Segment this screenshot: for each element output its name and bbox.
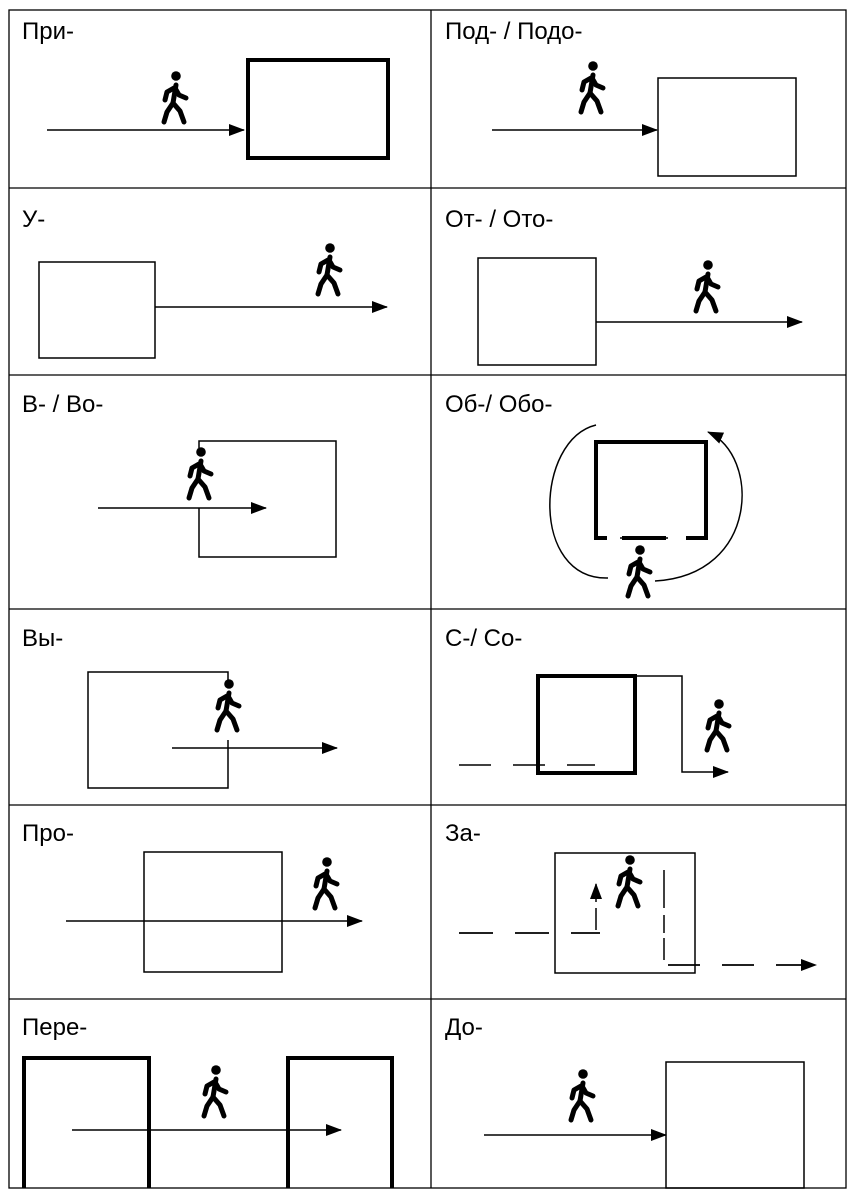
building-box-icon bbox=[554, 852, 696, 974]
label-pri: При- bbox=[22, 18, 74, 45]
label-za: За- bbox=[445, 820, 481, 847]
walking-person-icon bbox=[318, 243, 340, 294]
walking-person-icon bbox=[315, 857, 337, 908]
cell-v bbox=[98, 440, 337, 558]
building-box-icon bbox=[246, 58, 390, 160]
building-box-icon bbox=[87, 671, 229, 789]
walking-person-icon bbox=[707, 699, 729, 750]
walking-person-icon bbox=[628, 545, 650, 596]
building-box-icon bbox=[38, 261, 156, 359]
label-do: До- bbox=[445, 1014, 483, 1041]
walking-person-icon bbox=[217, 679, 239, 730]
walking-person-icon bbox=[204, 1065, 226, 1116]
walking-person-icon bbox=[696, 260, 718, 311]
building-box-icon bbox=[286, 1056, 394, 1188]
label-ot: От- / Ото- bbox=[445, 206, 554, 233]
label-pro: Про- bbox=[22, 820, 74, 847]
cell-u bbox=[38, 243, 388, 359]
walking-person-icon bbox=[571, 1069, 593, 1120]
building-box-icon bbox=[198, 440, 337, 558]
cell-ot bbox=[477, 257, 803, 366]
building-box-icon bbox=[536, 674, 637, 775]
cell-pro bbox=[66, 851, 363, 973]
cell-pri bbox=[47, 58, 390, 160]
cell-ob bbox=[549, 424, 743, 596]
label-pere: Пере- bbox=[22, 1014, 88, 1041]
cell-za bbox=[459, 764, 817, 974]
cell-pod bbox=[492, 61, 797, 177]
label-v: В- / Во- bbox=[22, 391, 104, 418]
building-box-icon bbox=[594, 440, 708, 540]
building-box-icon bbox=[477, 257, 597, 366]
building-box-icon bbox=[22, 1056, 151, 1188]
walking-person-icon bbox=[164, 71, 186, 122]
circular-arrow bbox=[549, 424, 609, 579]
table-grid bbox=[8, 9, 847, 1189]
walking-person-icon bbox=[618, 855, 640, 906]
walking-person-icon bbox=[189, 447, 211, 498]
label-ob: Об-/ Обо- bbox=[445, 391, 553, 418]
label-pod: Под- / Подо- bbox=[445, 18, 583, 45]
label-u: У- bbox=[22, 206, 46, 233]
cell-s bbox=[536, 674, 729, 778]
label-s: С-/ Со- bbox=[445, 625, 523, 652]
cell-do bbox=[484, 1061, 805, 1189]
motion-arrow bbox=[635, 675, 729, 778]
cell-pere bbox=[22, 1056, 394, 1188]
building-box-icon bbox=[657, 77, 797, 177]
building-box-icon bbox=[665, 1061, 805, 1189]
circular-arrow bbox=[654, 431, 743, 582]
walking-person-icon bbox=[581, 61, 603, 112]
label-vy: Вы- bbox=[22, 625, 64, 652]
building-box-icon bbox=[143, 851, 283, 973]
cell-vy bbox=[87, 671, 338, 789]
